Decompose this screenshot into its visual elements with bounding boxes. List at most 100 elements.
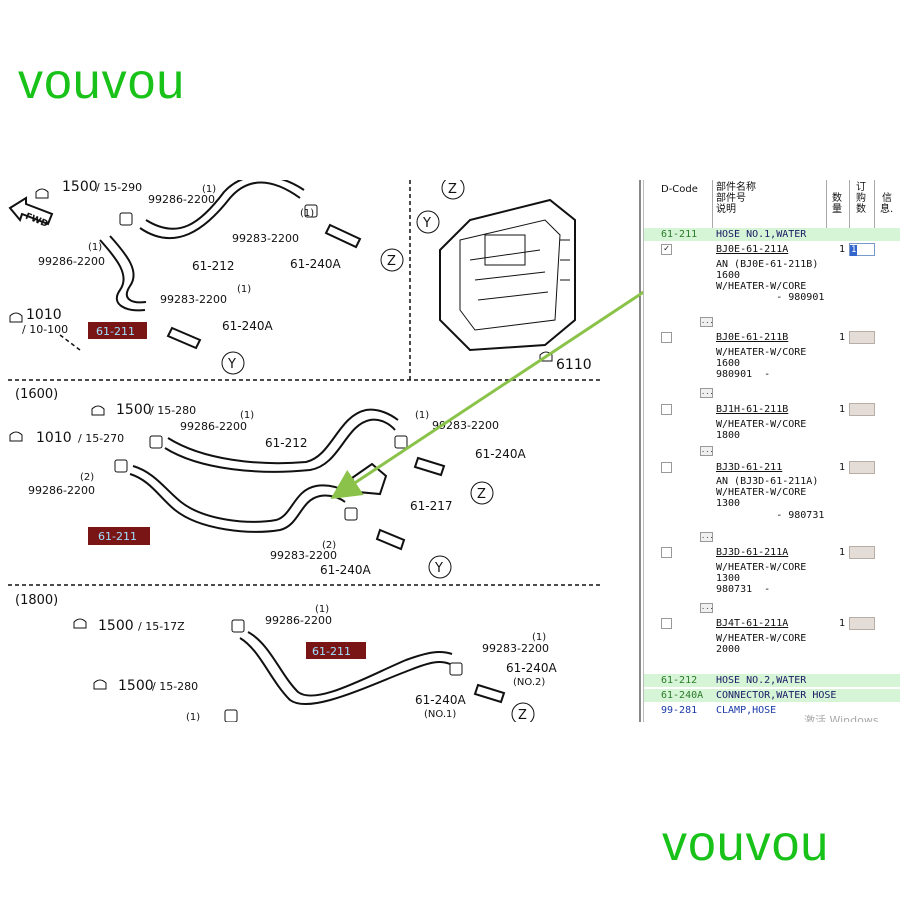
part-note: W/HEATER-W/CORE (716, 633, 807, 644)
ref-6110: 6110 (556, 357, 592, 373)
order-qty-input[interactable] (849, 461, 875, 474)
qty-label: (1) (88, 242, 102, 253)
connector-label: 61-240A (506, 661, 558, 675)
ref-1500-page: / 15-280 (150, 404, 196, 417)
group-desc: CONNECTOR,WATER HOSE (716, 690, 837, 701)
part-qty: 1 (839, 462, 846, 473)
expand-button[interactable]: ... (700, 603, 714, 613)
row-checkbox[interactable] (661, 404, 672, 415)
row-checkbox[interactable] (661, 332, 672, 343)
y-marker: Y (434, 561, 443, 576)
header-dcode[interactable]: D-Code (661, 184, 698, 195)
header-info-1[interactable]: 信 (882, 193, 892, 204)
ref-1500-page: / 15-17Z (138, 620, 185, 633)
clamp-label: 99283-2200 (232, 232, 299, 245)
row-checkbox[interactable] (661, 618, 672, 629)
pointer-arrow (330, 290, 643, 499)
group-desc: HOSE NO.2,WATER (716, 675, 807, 686)
part-qty: 1 (839, 404, 846, 415)
hose-61-212-label: 61-212 (192, 259, 235, 273)
group-row-61-212[interactable]: 61-212 HOSE NO.2,WATER (644, 674, 900, 687)
ref-1500-page: / 15-290 (96, 181, 142, 194)
qty-label: (1) (415, 410, 429, 421)
part-number: BJ3D-61-211 (716, 462, 783, 473)
qty-label: (1) (532, 632, 546, 643)
order-qty-input[interactable] (849, 546, 875, 559)
ref-1010: 1010 (36, 430, 72, 446)
order-qty-input[interactable] (849, 331, 875, 344)
group-row-61-240a[interactable]: 61-240A CONNECTOR,WATER HOSE (644, 689, 900, 702)
part-number: BJ1H-61-211B (716, 404, 789, 415)
part-number: BJ4T-61-211A (716, 618, 789, 629)
ref-1500: 1500 (62, 180, 98, 195)
part-note: 2000 (716, 644, 741, 655)
part-note: 980731 - (716, 584, 771, 595)
row-checkbox[interactable] (661, 547, 672, 558)
qty-label: (1) (186, 712, 200, 722)
section-title: (1600) (15, 387, 58, 402)
part-note: W/HEATER-W/CORE (716, 419, 807, 430)
hose-61-212-label: 61-212 (265, 436, 308, 450)
part-note: W/HEATER-W/CORE (716, 281, 807, 292)
no1-label: (NO.1) (424, 709, 456, 720)
valve-61-217-label: 61-217 (410, 499, 453, 513)
watermark-top: vouvou (18, 53, 186, 109)
connector-label: 61-240A (222, 319, 274, 333)
part-note: W/HEATER-W/CORE (716, 562, 807, 573)
part-qty: 1 (839, 332, 846, 343)
section-1600: (1600) 1500 / 15-280 (1) 99286-2200 1010… (9, 387, 527, 579)
clamp-label: 99283-2200 (270, 549, 337, 562)
part-note: 1300 (716, 498, 741, 509)
header-qty-2: 量 (832, 204, 842, 215)
parts-list-panel: D-Code 部件名称 部件号 说明 数 量 订 购 数 信 息. 61-211… (643, 180, 900, 722)
ref-1500: 1500 (118, 678, 154, 694)
part-qty: 1 (839, 547, 846, 558)
order-qty-input[interactable] (849, 403, 875, 416)
header-qty-1[interactable]: 数 (832, 193, 842, 204)
part-note: 1300 (716, 573, 741, 584)
connector-label: 61-240A (475, 447, 527, 461)
row-checkbox[interactable] (661, 462, 672, 473)
part-qty: 1 (839, 244, 846, 255)
section-1800: (1800) 1500 / 15-17Z (1) 99286-2200 61-2… (15, 593, 558, 722)
clamp-label: 99286-2200 (28, 484, 95, 497)
expand-button[interactable]: ... (700, 388, 714, 398)
part-note: 1600 (716, 270, 741, 281)
heater-unit: Z Y 6110 (416, 180, 592, 373)
expand-button[interactable]: ... (700, 446, 714, 456)
order-qty-value: 1 (850, 245, 858, 256)
ref-1010-page: / 15-270 (78, 432, 124, 445)
part-note: - 980901 (716, 292, 825, 303)
qty-label: (1) (240, 410, 254, 421)
header-partno-1[interactable]: 部件名称 (716, 182, 756, 193)
part-number: BJ0E-61-211A (716, 244, 789, 255)
hose-61-211-highlight: 61-211 (98, 530, 137, 543)
clamp-label: 99283-2200 (482, 642, 549, 655)
part-qty: 1 (839, 618, 846, 629)
group-row-99-281[interactable]: 99-281 CLAMP,HOSE (644, 704, 900, 717)
no2-label: (NO.2) (513, 677, 545, 688)
group-desc: CLAMP,HOSE (716, 705, 777, 716)
group-desc: HOSE NO.1,WATER (716, 229, 807, 240)
ref-1010: 1010 (26, 307, 62, 323)
order-qty-input[interactable] (849, 617, 875, 630)
connector-label: 61-240A (290, 257, 342, 271)
header-order-1[interactable]: 订 (856, 182, 866, 193)
part-note: - 980731 (716, 510, 825, 521)
row-checkbox[interactable]: ✓ (661, 244, 672, 255)
part-number: BJ0E-61-211B (716, 332, 789, 343)
y-marker: Y (422, 216, 431, 231)
group-code: 61-240A (661, 690, 704, 701)
header-order-2: 购 (856, 193, 866, 204)
group-row-61-211[interactable]: 61-211 HOSE NO.1,WATER (644, 228, 900, 241)
expand-button[interactable]: ... (700, 317, 714, 327)
header-order-3: 数 (856, 204, 866, 215)
expand-button[interactable]: ... (700, 532, 714, 542)
fwd-label: FWD (24, 212, 50, 230)
part-note: 1600 (716, 358, 741, 369)
watermark-bottom: vouvou (662, 815, 830, 871)
part-note: AN (BJ3D-61-211A) (716, 476, 819, 487)
header-partno-2: 部件号 (716, 193, 746, 204)
header-info-2: 息. (880, 204, 894, 215)
order-qty-input[interactable]: 1 (849, 243, 875, 256)
